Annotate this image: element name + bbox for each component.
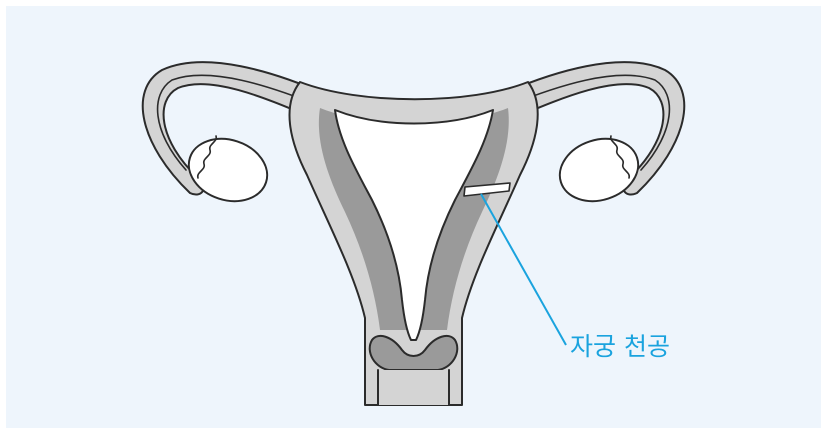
right-ovary xyxy=(552,129,647,211)
vaginal-canal xyxy=(378,370,449,405)
left-ovary xyxy=(181,129,276,211)
perforation-leader-line xyxy=(481,194,566,345)
perforation-label: 자궁 천공 xyxy=(570,332,670,362)
